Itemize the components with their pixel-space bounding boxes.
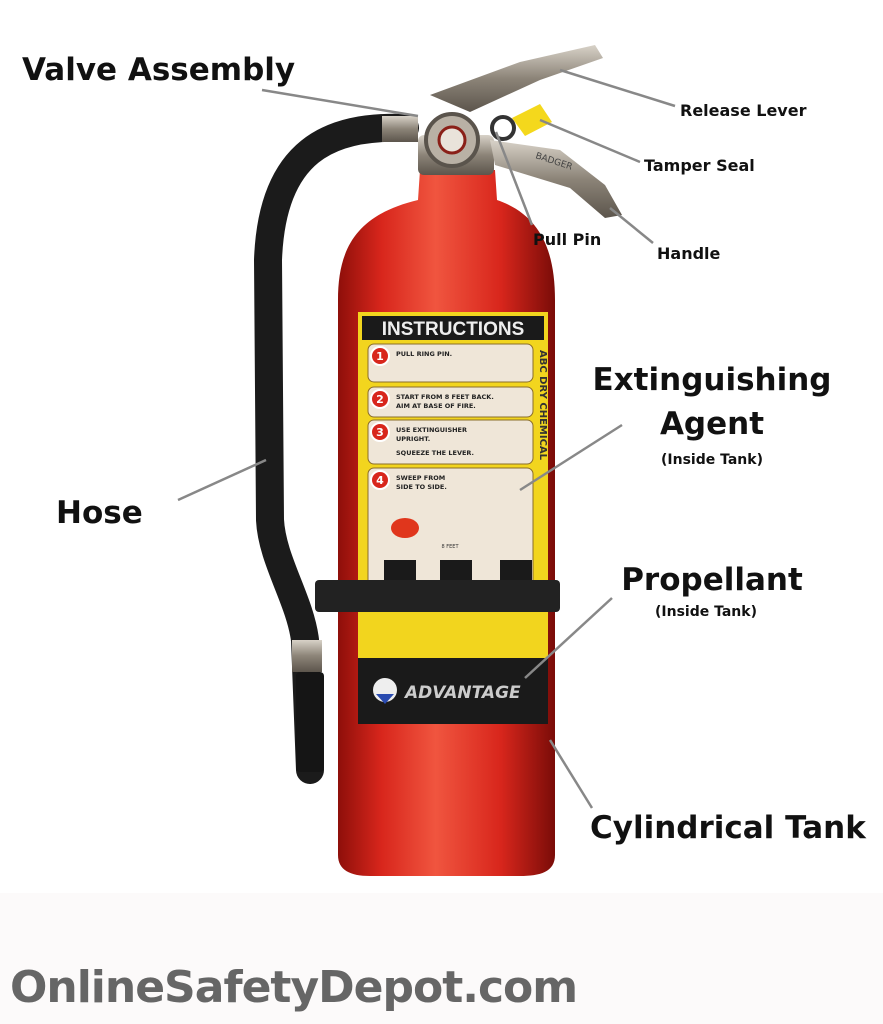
step-number: 4 — [376, 474, 384, 487]
instruction-steps: 1 PULL RING PIN. 2 START FROM 8 FEET BACK.A… — [367, 343, 534, 589]
mounting-strap — [315, 580, 560, 612]
label-extinguishing-agent-note: (Inside Tank) — [661, 452, 763, 468]
step-number-badge — [370, 470, 390, 490]
label-extinguishing-agent-line2: Agent — [659, 406, 765, 442]
leader-hose — [177, 458, 267, 502]
tamper-seal — [512, 104, 552, 136]
instruction-step-box — [367, 343, 534, 383]
step-text: SQUEEZE THE LEVER. — [396, 449, 474, 457]
step-number: 2 — [376, 393, 384, 406]
step-text: START FROM 8 FEET BACK. — [396, 393, 494, 401]
distance-label: 8 FEET — [441, 544, 459, 550]
label-cylindrical-tank: Cylindrical Tank — [590, 810, 866, 846]
step-number-badge — [370, 346, 390, 366]
leader-lines — [177, 68, 676, 809]
label-extinguishing-agent-line1: Extinguishing — [592, 362, 832, 398]
label-valve-assembly: Valve Assembly — [22, 52, 296, 88]
leader-pull-pin — [494, 131, 534, 226]
agent-type-text: ABC DRY CHEMICAL — [537, 350, 548, 461]
instruction-step-box — [367, 419, 534, 465]
instruction-step-box — [367, 386, 534, 418]
leader-tamper-seal — [539, 118, 641, 164]
step-number-badge — [370, 389, 390, 409]
release-lever — [430, 45, 603, 112]
fire-icon — [391, 518, 419, 538]
instruction-title: INSTRUCTIONS — [382, 319, 525, 340]
label-handle: Handle — [657, 244, 721, 263]
step-number: 1 — [376, 350, 384, 363]
label-tamper-seal: Tamper Seal — [644, 156, 755, 175]
label-release-lever: Release Lever — [680, 101, 807, 120]
label-propellant-note: (Inside Tank) — [655, 604, 757, 620]
step-text: SIDE TO SIDE. — [396, 483, 447, 491]
step-text: UPRIGHT. — [396, 435, 430, 443]
leader-cylindrical-tank — [548, 739, 594, 809]
leader-valve-assembly — [261, 88, 419, 118]
label-propellant: Propellant — [621, 562, 803, 598]
footer-background — [0, 893, 883, 1024]
step-text: AIM AT BASE OF FIRE. — [396, 402, 476, 410]
leader-extinguishing-agent — [519, 423, 623, 492]
step-number: 3 — [376, 426, 384, 439]
leader-release-lever — [559, 68, 676, 108]
step-text: USE EXTINGUISHER — [396, 426, 467, 434]
label-pull-pin: Pull Pin — [533, 230, 602, 249]
leader-handle — [609, 207, 654, 244]
hose — [253, 113, 419, 784]
pull-pin-ring — [490, 115, 516, 141]
site-watermark: OnlineSafetyDepot.com — [10, 962, 578, 1013]
brand-name: ADVANTAGE — [403, 683, 521, 703]
leader-propellant — [524, 597, 613, 679]
step-number-badge — [370, 422, 390, 442]
handle — [490, 140, 622, 218]
yellow-band — [358, 612, 548, 658]
hose-coupling — [382, 116, 418, 142]
hose-nozzle — [296, 672, 324, 772]
hose-ferrule — [292, 640, 322, 672]
step-text: SWEEP FROM — [396, 474, 445, 482]
label-hose: Hose — [56, 495, 143, 531]
step-text: PULL RING PIN. — [396, 350, 452, 358]
